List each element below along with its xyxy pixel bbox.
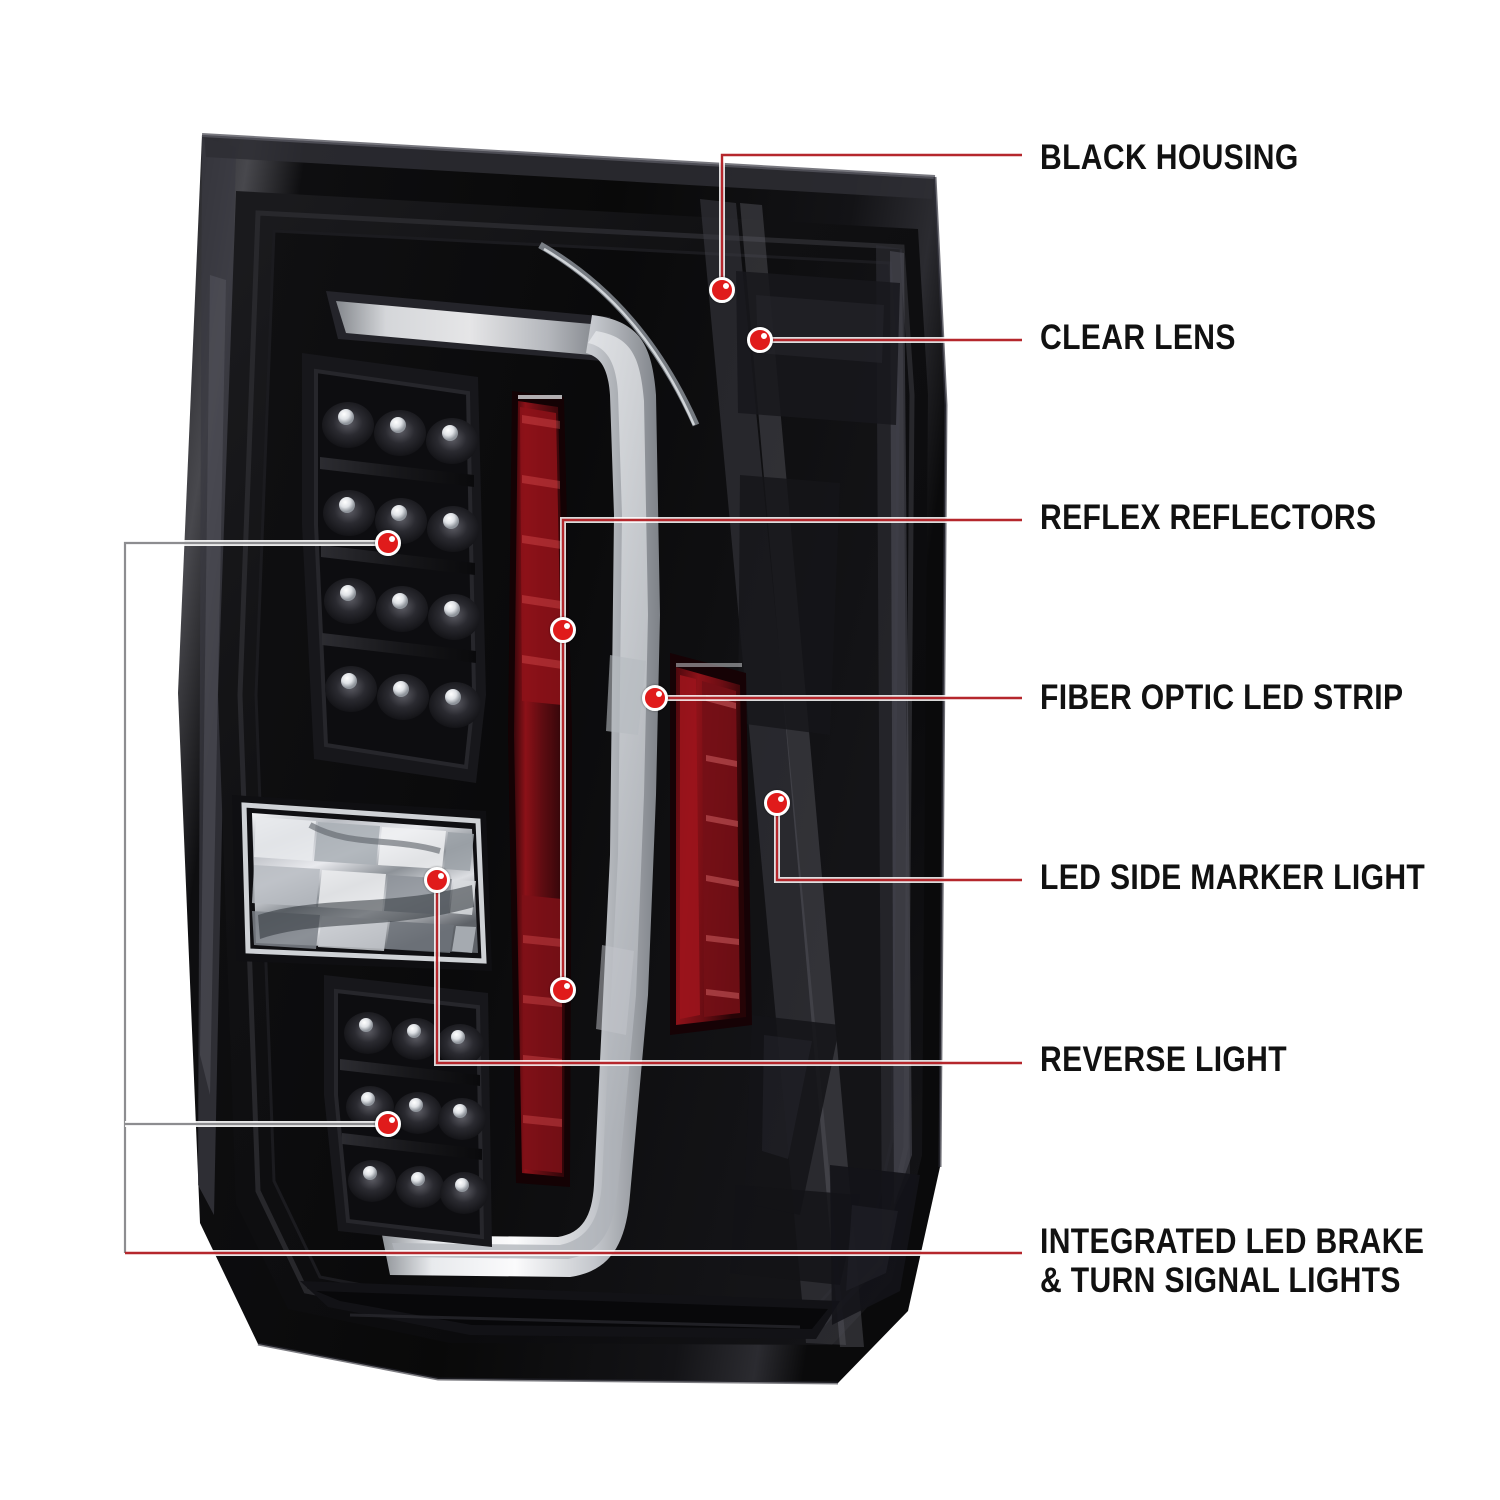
callout-label-reverse-light: REVERSE LIGHT	[1040, 1040, 1287, 1079]
callout-dot-led-brake-upper[interactable]	[375, 530, 401, 556]
callout-label-clear-lens: CLEAR LENS	[1040, 318, 1236, 357]
callout-label-reflex-reflectors: REFLEX REFLECTORS	[1040, 498, 1377, 537]
callout-dot-reflex-reflector-upper[interactable]	[550, 617, 576, 643]
callout-label-black-housing: BLACK HOUSING	[1040, 138, 1299, 177]
callout-dot-led-side-marker-light[interactable]	[764, 790, 790, 816]
callout-dot-black-housing[interactable]	[709, 277, 735, 303]
callout-dot-reverse-light[interactable]	[424, 867, 450, 893]
callout-dot-fiber-optic-led-strip[interactable]	[642, 685, 668, 711]
callout-dot-clear-lens[interactable]	[747, 327, 773, 353]
callout-dot-reflex-reflector-lower[interactable]	[550, 977, 576, 1003]
callout-dot-led-brake-lower[interactable]	[375, 1111, 401, 1137]
callout-label-integrated-led-brake-turn-signal: INTEGRATED LED BRAKE & TURN SIGNAL LIGHT…	[1040, 1222, 1425, 1301]
callout-label-fiber-optic-led-strip: FIBER OPTIC LED STRIP	[1040, 678, 1404, 717]
callout-label-led-side-marker-light: LED SIDE MARKER LIGHT	[1040, 858, 1426, 897]
tail-light-product-image	[140, 95, 955, 1385]
